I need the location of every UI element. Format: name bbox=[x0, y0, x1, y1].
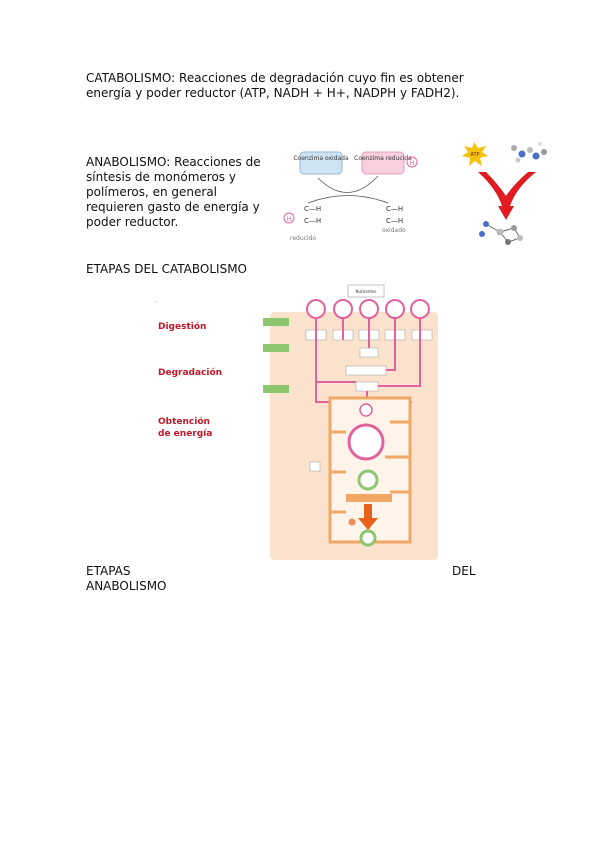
degradacion-label: Degradación bbox=[158, 367, 222, 378]
atp-label: ATP bbox=[470, 152, 479, 158]
c-h-right-bottom: C—H bbox=[386, 217, 403, 225]
dot-mark: . bbox=[155, 297, 157, 304]
etapas-anabolismo-label: ETAPAS bbox=[86, 564, 131, 578]
orange-dot bbox=[348, 518, 356, 526]
etapas-anabolismo-del: DEL bbox=[452, 564, 476, 578]
h-symbol-left: H bbox=[287, 216, 292, 223]
red-merge-arrow bbox=[478, 172, 536, 220]
h-circle-left bbox=[283, 212, 295, 224]
redox-arrow-bottom bbox=[307, 195, 389, 204]
molecule-ring-bottom bbox=[479, 221, 523, 245]
side-box bbox=[309, 461, 321, 472]
redox-arrow-top bbox=[317, 175, 379, 193]
c-h-left-top: C—H bbox=[304, 205, 321, 213]
green-tags bbox=[263, 318, 289, 393]
atp-starburst bbox=[462, 142, 488, 166]
obtencion-label-1: Obtención bbox=[158, 416, 210, 427]
digestion-label: Digestión bbox=[158, 321, 206, 332]
coenzima-oxidada-box bbox=[299, 151, 343, 175]
coenzima-oxidada-label: Coenzima oxidada bbox=[293, 155, 349, 162]
electron-transport-node bbox=[357, 469, 379, 491]
molecule-cluster-top bbox=[511, 142, 547, 163]
c-h-left-bottom: C—H bbox=[304, 217, 321, 225]
atp-molecules-figure: ATP bbox=[462, 142, 547, 245]
catabolismo-paragraph: CATABOLISMO: Reacciones de degradación c… bbox=[86, 71, 464, 100]
redox-coenzyme-diagram: Coenzima oxidada Coenzima reducida H C—H… bbox=[283, 151, 418, 242]
obtencion-label-2: de energía bbox=[158, 429, 212, 439]
krebs-cycle bbox=[347, 423, 385, 461]
top-box-label: Nutrientes bbox=[356, 289, 377, 294]
coenzima-reducida-label: Coenzima reducida bbox=[354, 155, 412, 162]
anabolismo-paragraph: ANABOLISMO: Reacciones de síntesis de mo… bbox=[86, 155, 261, 229]
etapas-catabolismo-heading: ETAPAS DEL CATABOLISMO bbox=[86, 262, 247, 276]
coenzima-reducida-box bbox=[361, 151, 405, 175]
atp-node bbox=[359, 529, 377, 547]
catabolism-stages-figure: . Digestión Degradación Obtención de ene… bbox=[155, 284, 438, 560]
h-symbol-right: H bbox=[410, 160, 415, 167]
mitochondrion-cristae bbox=[330, 420, 410, 514]
nutrient-circles bbox=[306, 299, 430, 319]
reducido-label: reducido bbox=[290, 235, 316, 242]
c-h-right-top: C—H bbox=[386, 205, 403, 213]
energy-arrow bbox=[358, 504, 378, 530]
top-box bbox=[347, 284, 385, 298]
h-circle-right bbox=[406, 156, 418, 168]
oxidado-label: oxidado bbox=[382, 227, 406, 234]
respiratory-chain-bar bbox=[346, 494, 392, 502]
acetyl-coa-node bbox=[359, 403, 373, 417]
etapas-anabolismo-word: ANABOLISMO bbox=[86, 579, 167, 593]
